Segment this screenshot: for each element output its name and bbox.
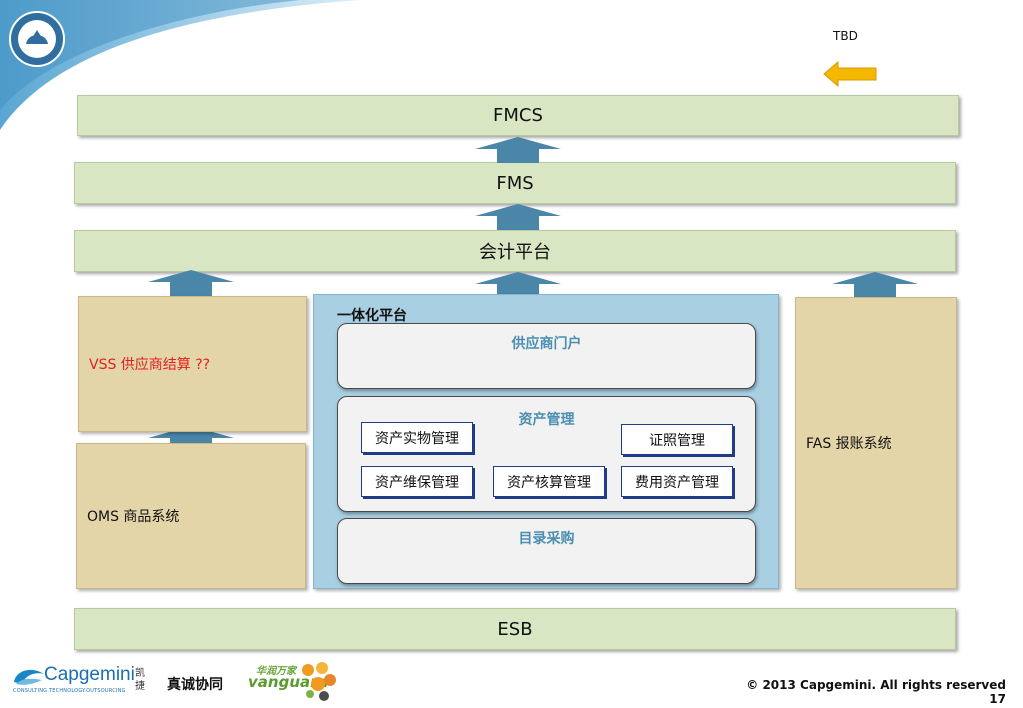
fas-label: FAS 报账系统 xyxy=(806,436,892,452)
arrow-accounting-to-fms-icon xyxy=(475,204,561,230)
fmcs-label: FMCS xyxy=(493,105,543,126)
oms-box: OMS 商品系统 xyxy=(76,443,306,589)
arrow-fms-to-fmcs-icon xyxy=(475,137,561,163)
tbd-arrow-icon xyxy=(823,60,877,88)
fmcs-layer: FMCS xyxy=(77,95,959,136)
module-asset-accounting: 资产核算管理 xyxy=(493,466,605,497)
vanguard-chinese-name: 华润万家 xyxy=(256,666,296,677)
arrow-platform-to-accounting-icon xyxy=(475,272,561,298)
platform-title: 一体化平台 xyxy=(337,308,407,324)
module-expense-asset: 费用资产管理 xyxy=(621,466,733,497)
capgemini-logo-icon xyxy=(14,669,44,685)
esb-layer: ESB xyxy=(74,608,956,650)
oms-label: OMS 商品系统 xyxy=(87,509,180,525)
integrated-platform: 一体化平台 供应商门户 资产管理 资产实物管理 证照管理 资产维保管理 资产核算… xyxy=(313,294,779,589)
corner-swoosh xyxy=(0,0,360,130)
capgemini-wordmark: Capgemini xyxy=(44,664,135,685)
arrow-oms-to-vss-icon xyxy=(148,426,234,452)
esb-label: ESB xyxy=(497,618,533,640)
company-seal-logo xyxy=(9,11,65,67)
asset-management-panel: 资产管理 资产实物管理 证照管理 资产维保管理 资产核算管理 费用资产管理 xyxy=(337,396,756,512)
catalog-purchase-panel: 目录采购 xyxy=(337,518,756,584)
asset-management-title: 资产管理 xyxy=(518,412,575,428)
accounting-platform-label: 会计平台 xyxy=(479,242,551,263)
vss-box: VSS 供应商结算 ?? xyxy=(78,296,307,432)
supplier-portal-panel: 供应商门户 xyxy=(337,323,756,389)
catalog-purchase-title: 目录采购 xyxy=(518,531,575,547)
arrow-vss-to-accounting-icon xyxy=(148,270,234,296)
arrow-fas-to-accounting-icon xyxy=(832,272,918,298)
accounting-platform-layer: 会计平台 xyxy=(74,230,956,272)
fas-box: FAS 报账系统 xyxy=(795,297,957,589)
supplier-portal-title: 供应商门户 xyxy=(511,336,582,352)
footer-slogan: 真诚协同 xyxy=(167,677,223,693)
copyright-text: © 2013 Capgemini. All rights reserved xyxy=(746,678,1006,692)
capgemini-tagline: CONSULTING.TECHNOLOGY.OUTSOURCING xyxy=(13,688,126,694)
tbd-label: TBD xyxy=(833,29,858,43)
module-license: 证照管理 xyxy=(621,424,733,455)
vss-label: VSS 供应商结算 ?? xyxy=(89,357,211,373)
fms-layer: FMS xyxy=(74,162,956,204)
fms-label: FMS xyxy=(496,172,534,194)
vanguard-logo-icon xyxy=(302,662,336,701)
vanguard-wordmark: vanguard xyxy=(248,673,329,691)
module-physical-asset: 资产实物管理 xyxy=(361,422,473,453)
page-number: 17 xyxy=(989,692,1006,706)
module-asset-maintenance: 资产维保管理 xyxy=(361,466,473,497)
capgemini-chinese-name: 凯捷 xyxy=(135,668,145,692)
